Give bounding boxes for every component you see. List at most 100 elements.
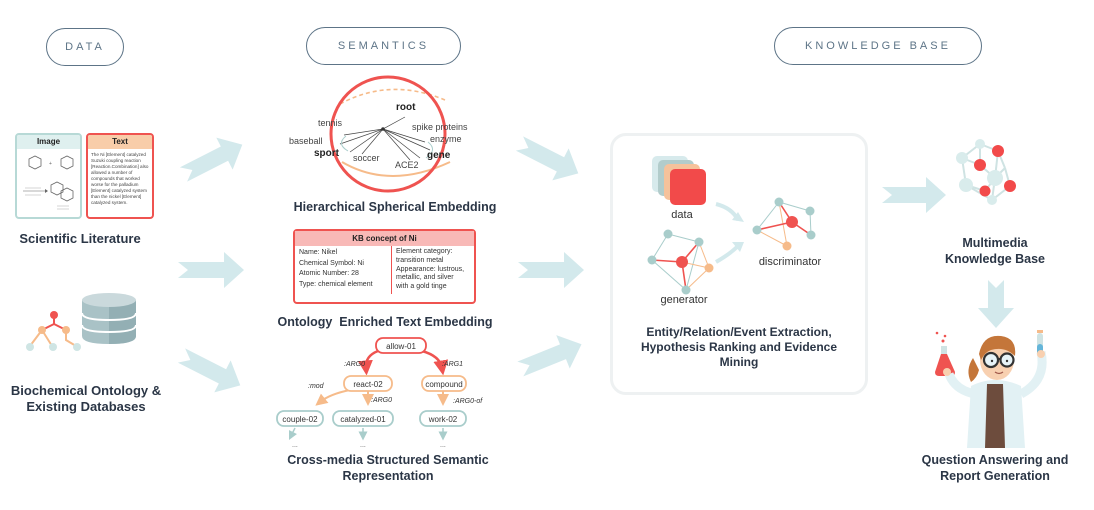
arrow-literature-to-spherical	[179, 137, 243, 182]
kb-field: metallic, and silver	[396, 274, 454, 282]
word-root: root	[396, 102, 416, 113]
arrow-extraction-to-kb	[882, 177, 946, 213]
amr-label-line1: Cross-media Structured Semantic	[287, 453, 489, 467]
node-couple-text: couple-02	[282, 415, 318, 424]
qa-label-line2: Report Generation	[940, 469, 1050, 483]
image-card: Image +	[15, 133, 82, 219]
node-react-text: react-02	[353, 380, 383, 389]
multimedia-kb-label-line2: Knowledge Base	[944, 252, 1046, 266]
column-header-data-text: DATA	[65, 41, 105, 53]
column-header-semantics: SEMANTICS	[306, 27, 461, 65]
ellipsis: ...	[440, 442, 446, 448]
edge-allow-react	[357, 349, 379, 376]
node-work	[419, 410, 467, 427]
image-card-title: Image	[17, 135, 80, 149]
node-catalyzed-text: catalyzed-01	[340, 415, 386, 424]
edge-react-couple	[315, 389, 351, 406]
word-baseball: baseball	[289, 136, 323, 146]
svg-text:+: +	[49, 161, 52, 167]
kb-concept-right-column: Element category: transition metal Appea…	[391, 246, 468, 294]
ontology-embedding-label: Ontology Enriched Text Embedding	[277, 315, 493, 329]
biochemical-ontology-label-line1: Biochemical Ontology &	[10, 383, 162, 398]
node-allow-text: allow-01	[386, 342, 416, 351]
word-enzyme: enzyme	[430, 134, 462, 144]
scientific-literature-label: Scientific Literature	[19, 231, 141, 246]
ellipsis: ...	[360, 442, 366, 448]
kb-field: Chemical Symbol: Ni	[299, 259, 364, 267]
word-soccer: soccer	[353, 153, 380, 163]
kb-field: Atomic Number: 28	[299, 270, 359, 277]
extraction-caption-line2: Hypothesis Ranking and Evidence	[640, 340, 838, 354]
extraction-caption-line1: Entity/Relation/Event Extraction,	[646, 325, 832, 339]
node-work-text: work-02	[428, 415, 458, 424]
column-header-semantics-text: SEMANTICS	[337, 40, 430, 52]
node-compound-text: compound	[425, 380, 462, 389]
discriminator-graph	[752, 197, 816, 251]
multimedia-kb-label-line1: Multimedia	[962, 236, 1028, 250]
arrow-amr-to-extraction	[517, 335, 582, 377]
multimedia-kb-label: Multimedia Knowledge Base	[920, 235, 1070, 267]
edge-label-mod: :mod	[308, 383, 325, 390]
column-header-knowledge-base: KNOWLEDGE BASE	[774, 27, 982, 65]
arrow-kb-to-qa	[978, 280, 1014, 328]
kb-field: Appearance: lustrous,	[396, 265, 465, 273]
node-catalyzed	[332, 410, 394, 427]
node-allow	[375, 337, 427, 354]
text-card: Text The Ni [Element] catalyzed Suzuki c…	[86, 133, 154, 219]
text-card-body: The Ni [Element] catalyzed Suzuki coupli…	[91, 152, 149, 205]
amr-label: Cross-media Structured Semantic Represen…	[248, 452, 528, 484]
edge-label-arg0-mid: :ARG0	[371, 397, 392, 404]
column-header-knowledge-base-text: KNOWLEDGE BASE	[805, 40, 951, 52]
database-icon	[81, 293, 137, 344]
data-label: data	[671, 209, 693, 221]
word-gene: gene	[427, 150, 451, 161]
node-react	[343, 375, 393, 392]
spherical-embedding-diagram: root tennis baseball sport soccer spike …	[289, 75, 468, 193]
knowledge-graph-icon	[956, 139, 1016, 205]
arrow-biochem-to-amr	[177, 348, 241, 393]
arrow-ontology-to-extraction	[518, 252, 584, 288]
scientist-illustration	[935, 330, 1047, 448]
kb-field: Type: chemical element	[299, 280, 373, 288]
discriminator-label: discriminator	[759, 256, 822, 268]
text-card-title: Text	[88, 135, 152, 149]
ellipsis: ...	[292, 442, 298, 448]
node-compound	[421, 375, 467, 392]
edge-label-arg0-top: :ARG0	[344, 361, 365, 368]
kb-field: transition metal	[396, 256, 444, 264]
data-stack-layer	[670, 169, 706, 205]
column-header-data: DATA	[46, 28, 124, 66]
edge-label-arg0-of: :ARG0-of	[453, 398, 483, 405]
spherical-embedding-label: Hierarchical Spherical Embedding	[293, 200, 497, 214]
kb-concept-card: KB concept of Ni Name: Nikel Chemical Sy…	[293, 229, 476, 304]
qa-label-line1: Question Answering and	[921, 453, 1069, 467]
edge-allow-compound	[421, 349, 449, 376]
extraction-caption-line3: Mining	[719, 355, 759, 369]
amr-graph: allow-01 react-02 compound couple-02 cat…	[276, 337, 483, 448]
kb-concept-left-column: Name: Nikel Chemical Symbol: Ni Atomic N…	[295, 246, 391, 294]
biochemical-ontology-label-line2: Existing Databases	[26, 399, 146, 414]
generator-label: generator	[660, 294, 707, 306]
node-couple	[276, 410, 324, 427]
edge-label-arg1-top: :ARG1	[442, 361, 463, 368]
solid-orange-arc	[341, 161, 451, 177]
sphere-circle	[329, 75, 447, 193]
kb-field: with a gold tinge	[396, 283, 447, 291]
amr-label-line2: Representation	[342, 469, 434, 483]
word-sport: sport	[314, 148, 340, 159]
word-ace2: ACE2	[395, 160, 419, 170]
arrow-spherical-to-extraction	[515, 136, 579, 181]
kb-field: Element category:	[396, 248, 453, 255]
arrow-literature-to-ontology	[178, 252, 244, 288]
word-tennis: tennis	[318, 118, 343, 128]
kb-concept-title: KB concept of Ni	[295, 231, 474, 246]
word-spike-proteins: spike proteins	[412, 122, 468, 132]
ontology-tree-icon	[26, 311, 81, 351]
kb-field: Name: Nikel	[299, 249, 338, 256]
gan-diagram: data generator	[647, 156, 822, 306]
generator-graph	[647, 229, 714, 295]
extraction-caption: Entity/Relation/Event Extraction, Hypoth…	[612, 325, 866, 370]
biochemical-ontology-label: Biochemical Ontology & Existing Database…	[0, 383, 172, 415]
qa-label: Question Answering and Report Generation	[900, 452, 1090, 484]
